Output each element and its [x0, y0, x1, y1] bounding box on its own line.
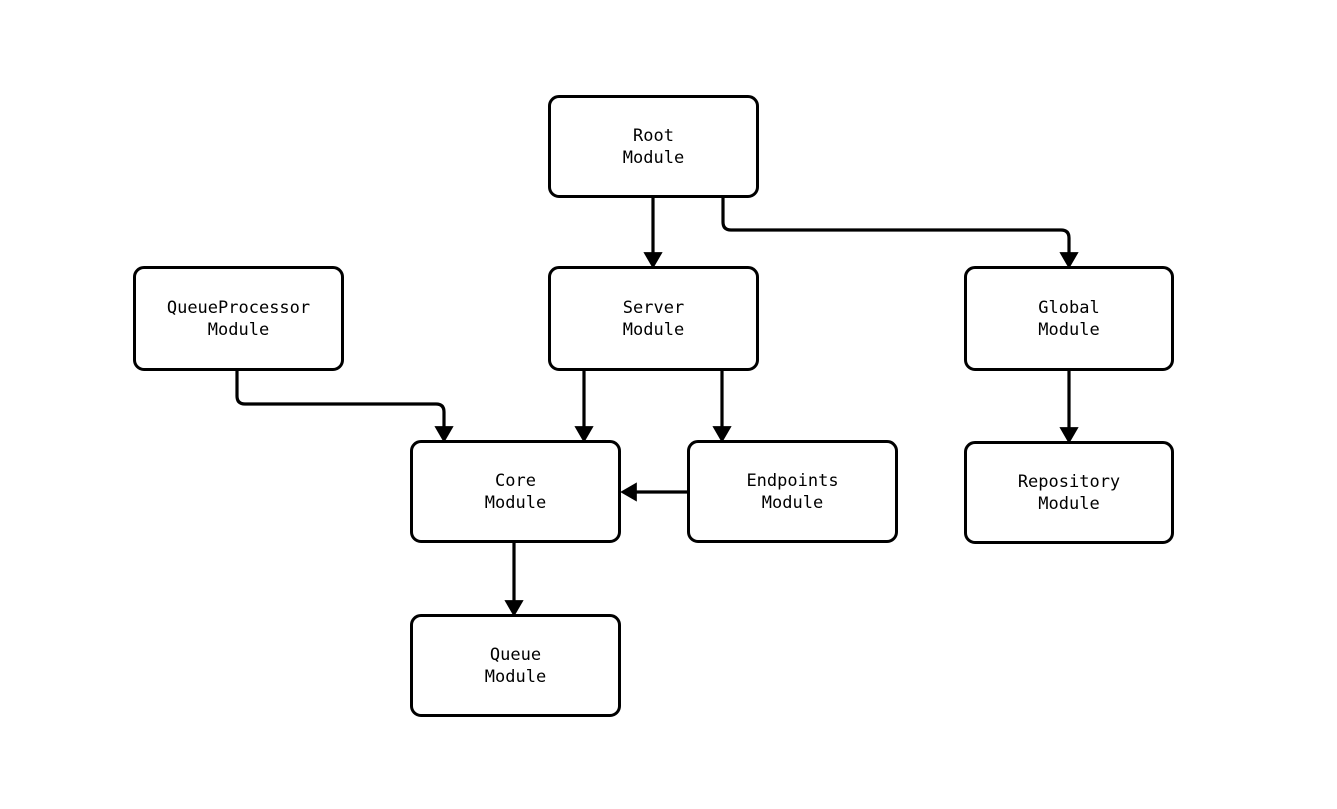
node-global-module[interactable]: Global Module [964, 266, 1174, 371]
node-global-module-line1: Global [1038, 297, 1100, 318]
edge-queueprocessor-to-core [235, 371, 454, 443]
node-core-module-line2: Module [484, 492, 547, 513]
node-queue-module[interactable]: Queue Module [410, 614, 621, 717]
node-repository-module[interactable]: Repository Module [964, 441, 1174, 544]
node-core-module-line1: Core [495, 470, 536, 491]
node-server-module[interactable]: Server Module [548, 266, 759, 371]
node-core-module[interactable]: Core Module [410, 440, 621, 543]
node-endpoints-module-line1: Endpoints [746, 470, 839, 491]
node-repository-module-line1: Repository [1017, 471, 1121, 492]
node-queue-module-line2: Module [484, 666, 547, 687]
node-repository-module-line2: Module [1038, 493, 1100, 514]
node-server-module-line2: Module [622, 319, 685, 340]
node-server-module-line1: Server [622, 297, 685, 318]
node-root-module-line1: Root [633, 125, 674, 146]
node-queueprocessor-module-line1: QueueProcessor [166, 297, 311, 318]
node-endpoints-module-line2: Module [761, 492, 824, 513]
node-queueprocessor-module-line2: Module [207, 319, 270, 340]
edge-root-to-global [721, 198, 1079, 269]
node-root-module[interactable]: Root Module [548, 95, 759, 198]
node-global-module-line2: Module [1038, 319, 1100, 340]
node-queueprocessor-module[interactable]: QueueProcessor Module [133, 266, 344, 371]
node-root-module-line2: Module [622, 147, 685, 168]
node-endpoints-module[interactable]: Endpoints Module [687, 440, 898, 543]
node-queue-module-line1: Queue [489, 644, 542, 665]
